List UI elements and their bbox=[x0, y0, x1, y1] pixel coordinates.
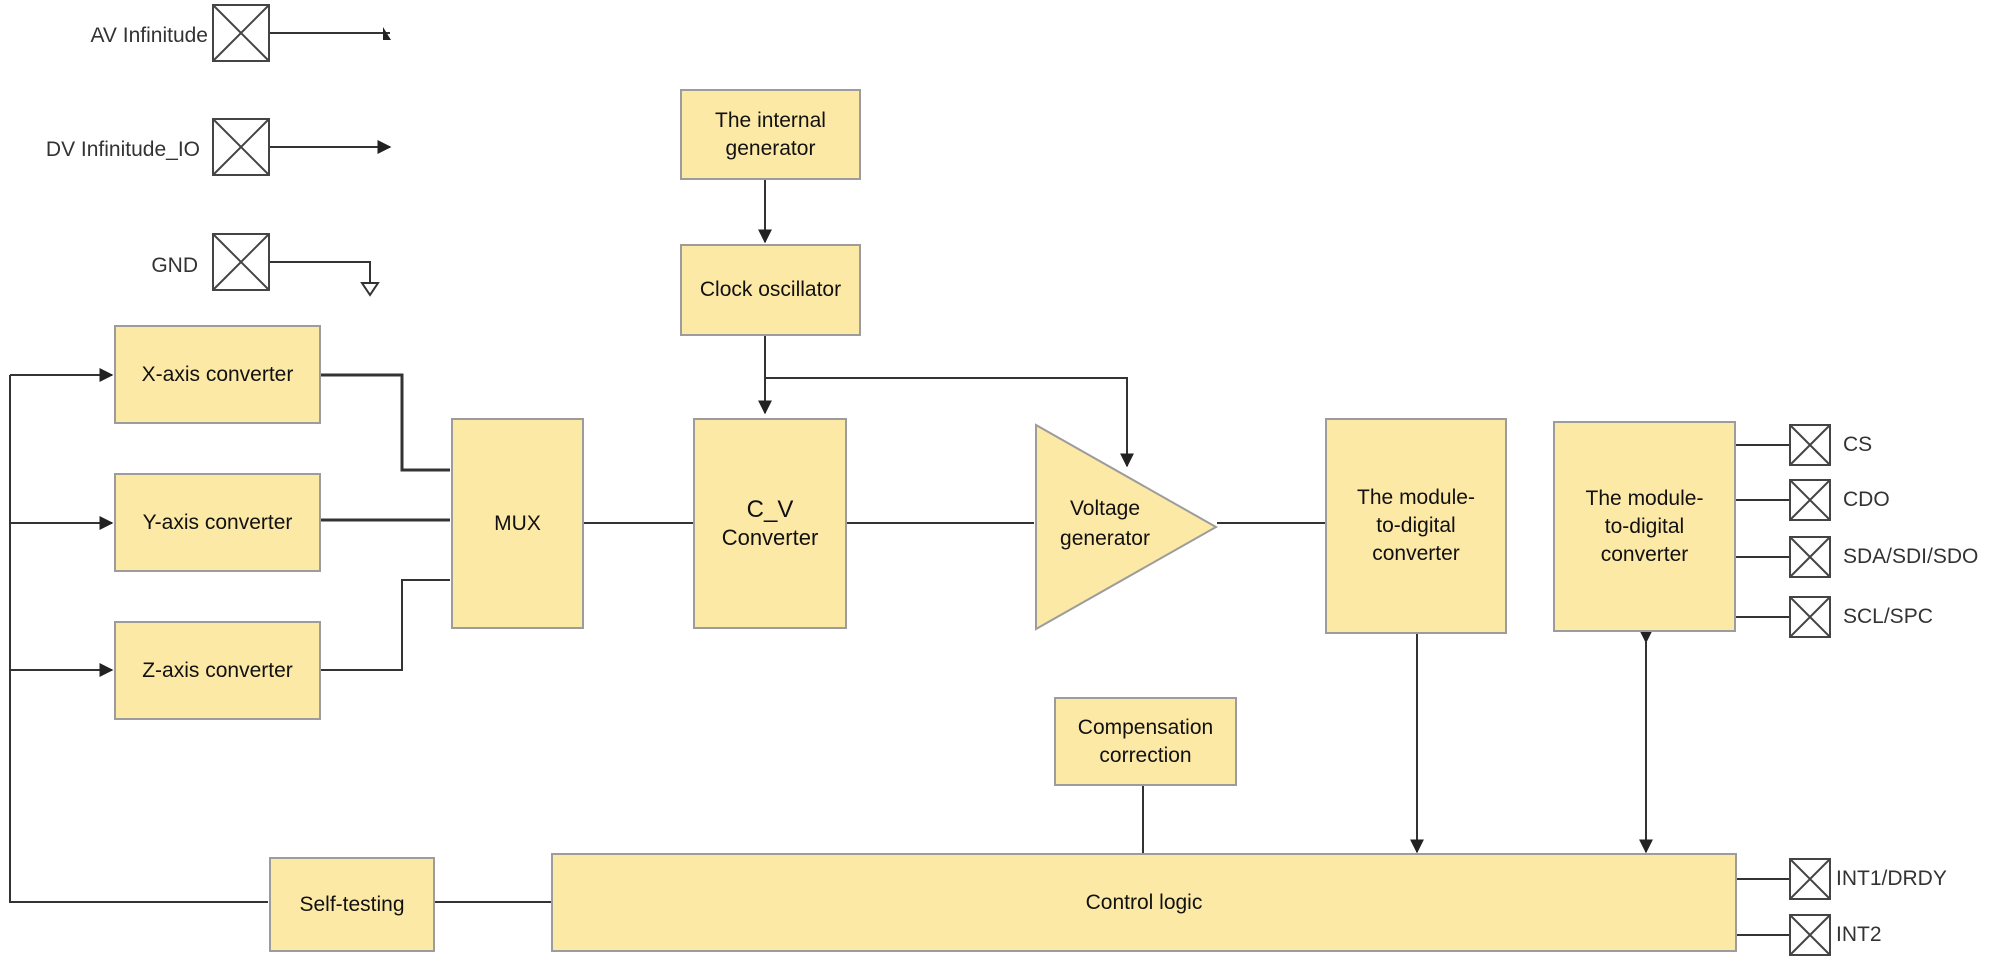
pin-x-box-icon bbox=[1789, 858, 1831, 900]
clock-oscillator-block: Clock oscillator bbox=[680, 244, 861, 336]
pin-label-sda: SDA/SDI/SDO bbox=[1843, 545, 1979, 568]
self-testing-block: Self-testing bbox=[269, 857, 435, 952]
gnd-wire bbox=[270, 261, 371, 283]
pin-x-box-icon bbox=[1789, 424, 1831, 466]
z-to-mux bbox=[320, 579, 450, 671]
pin-x-box-icon bbox=[1789, 596, 1831, 638]
pin-label-int2: INT2 bbox=[1836, 923, 1882, 946]
z-axis-converter-block: Z-axis converter bbox=[114, 621, 321, 720]
pin-label-dv: DV Infinitude_IO bbox=[45, 138, 200, 161]
pin-x-box-icon bbox=[1789, 536, 1831, 578]
av-arrowhead bbox=[383, 27, 391, 40]
control-logic-block: Control logic bbox=[551, 853, 1737, 952]
pin-label-scl: SCL/SPC bbox=[1843, 605, 1933, 628]
y-axis-converter-block: Y-axis converter bbox=[114, 473, 321, 572]
pin-x-box-icon bbox=[212, 118, 270, 176]
pin-label-av: AV Infinitude bbox=[90, 24, 208, 47]
pin-label-cs: CS bbox=[1843, 433, 1873, 456]
mux-block: MUX bbox=[451, 418, 584, 629]
x-axis-converter-block: X-axis converter bbox=[114, 325, 321, 424]
x-to-mux bbox=[320, 373, 450, 472]
pin-x-box-icon bbox=[212, 4, 270, 62]
voltage-generator-triangle bbox=[1035, 423, 1219, 631]
gnd-symbol bbox=[360, 282, 380, 297]
pin-label-gnd: GND bbox=[151, 254, 198, 277]
pin-x-box-icon bbox=[1789, 479, 1831, 521]
clock-to-voltage bbox=[765, 377, 1134, 468]
feedback-bus bbox=[9, 375, 268, 903]
pin-x-box-icon bbox=[1789, 914, 1831, 956]
pin-x-box-icon bbox=[212, 233, 270, 291]
pin-label-int1: INT1/DRDY bbox=[1836, 867, 1947, 890]
pin-label-cdo: CDO bbox=[1843, 488, 1890, 511]
